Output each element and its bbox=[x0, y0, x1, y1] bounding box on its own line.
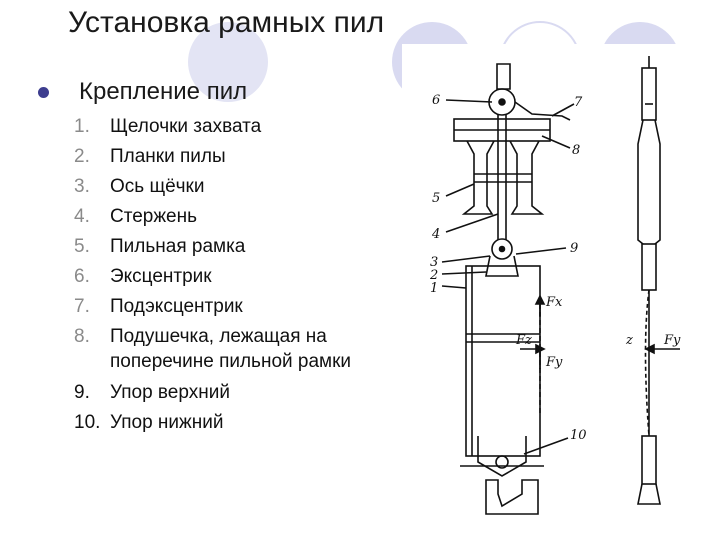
blade-body bbox=[637, 119, 661, 245]
callout-8: 8 bbox=[572, 143, 580, 158]
force-fz-label: Fz bbox=[515, 333, 532, 348]
housing-right bbox=[509, 140, 545, 215]
list-text: Ось щёчки bbox=[110, 176, 205, 197]
joint-circle bbox=[491, 238, 513, 260]
housing-left bbox=[461, 140, 495, 215]
joint-axis bbox=[498, 245, 506, 253]
callout-9: 9 bbox=[570, 241, 578, 256]
lower-joint bbox=[495, 455, 509, 469]
saw-mounting-drawing: 6 7 8 5 4 9 3 2 1 10 Fx Fz Fy Fy z bbox=[402, 44, 720, 524]
list-text: Планки пилы bbox=[110, 146, 226, 167]
leader-4 bbox=[445, 213, 499, 233]
eccentric-axis bbox=[498, 98, 506, 106]
list-item: 4. Стержень bbox=[74, 204, 374, 234]
blade-bottom-grip bbox=[641, 435, 657, 485]
leader-5 bbox=[445, 183, 475, 197]
list-item: 2. Планки пилы bbox=[74, 144, 374, 174]
leader-1 bbox=[441, 285, 467, 289]
arrow-fy-right-head bbox=[644, 343, 655, 355]
list-number: 7. bbox=[74, 296, 90, 317]
list-number: 6. bbox=[74, 266, 90, 287]
callout-5: 5 bbox=[432, 191, 440, 206]
slide-title: Установка рамных пил bbox=[68, 6, 385, 39]
list-item: 6. Эксцентрик bbox=[74, 264, 374, 294]
list-text: Щелочки захвата bbox=[110, 116, 262, 137]
list-item: 5. Пильная рамка bbox=[74, 234, 374, 264]
leader-3 bbox=[441, 255, 491, 263]
leader-10 bbox=[523, 437, 569, 455]
list-text: Пильная рамка bbox=[110, 236, 246, 257]
list-text: Стержень bbox=[110, 206, 198, 227]
numbered-list: 1. Щелочки захвата 2. Планки пилы 3. Ось щё… bbox=[74, 114, 374, 440]
leader-9 bbox=[515, 247, 567, 255]
callout-10: 10 bbox=[570, 428, 587, 443]
list-item: 1. Щелочки захвата bbox=[74, 114, 374, 144]
list-text: Подэксцентрик bbox=[110, 296, 243, 317]
bottom-stop bbox=[460, 465, 544, 515]
force-fy-label: Fy bbox=[545, 355, 563, 370]
leader-2 bbox=[441, 271, 487, 275]
list-number: 10. bbox=[74, 412, 101, 433]
list-item: 9. Упор верхний bbox=[74, 380, 374, 410]
callout-7: 7 bbox=[574, 95, 583, 110]
list-text: Эксцентрик bbox=[110, 266, 212, 287]
leader-8 bbox=[541, 135, 571, 149]
list-text: Упор верхний bbox=[110, 382, 230, 403]
list-number: 2. bbox=[74, 146, 90, 167]
list-number: 5. bbox=[74, 236, 90, 257]
blade-deflection bbox=[644, 289, 650, 437]
list-item: 3. Ось щёчки bbox=[74, 174, 374, 204]
list-number: 9. bbox=[74, 382, 90, 403]
list-number: 3. bbox=[74, 176, 90, 197]
list-item: 8. Подушечка, лежащая на поперечине пильн… bbox=[74, 324, 374, 374]
list-item: 10. Упор нижний bbox=[74, 410, 374, 440]
callout-6: 6 bbox=[432, 93, 440, 108]
top-hook bbox=[496, 63, 511, 90]
sub-eccentric bbox=[514, 101, 571, 121]
deco-circle bbox=[188, 22, 268, 102]
force-fx-label: Fx bbox=[545, 295, 563, 310]
arrow-fx-head bbox=[534, 294, 546, 305]
blade-bottom-tip bbox=[637, 483, 661, 505]
main-bullet: Крепление пил bbox=[38, 78, 247, 106]
list-number: 4. bbox=[74, 206, 90, 227]
list-number: 1. bbox=[74, 116, 90, 137]
leader-6 bbox=[445, 99, 493, 103]
callout-1: 1 bbox=[430, 281, 438, 296]
bullet-dot-icon bbox=[38, 86, 49, 98]
list-number: 8. bbox=[74, 326, 90, 347]
callout-4: 4 bbox=[431, 227, 440, 242]
axis-z-label: z bbox=[625, 333, 633, 348]
bullet-text: Крепление пил bbox=[79, 78, 248, 105]
callout-2: 2 bbox=[429, 268, 438, 283]
leader-7 bbox=[551, 103, 575, 117]
list-item: 7. Подэксцентрик bbox=[74, 294, 374, 324]
list-text: Подушечка, лежащая на поперечине пильной… bbox=[110, 326, 352, 372]
callout-3: 3 bbox=[430, 255, 438, 270]
drawing-background bbox=[402, 44, 720, 524]
force-fy-right-label: Fy bbox=[663, 333, 681, 348]
list-text: Упор нижний bbox=[110, 412, 224, 433]
